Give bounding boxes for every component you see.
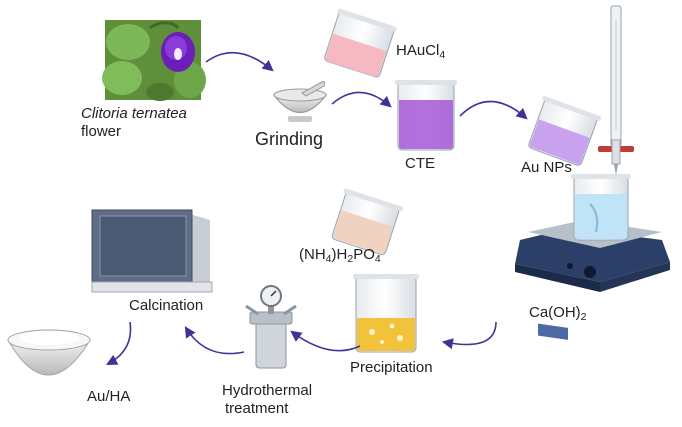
hydroxide-label: Ca(OH)2 [529,304,587,324]
flower-word-label: flower [81,123,122,140]
ammonium-phosphate-beaker [331,188,403,256]
product-label: Au/HA [87,388,131,405]
arrow-cte-to-au-nps [459,100,528,120]
extract-label: CTE [405,155,435,172]
hydrothermal-label-line1: Hydrothermal [222,382,313,399]
cte-beaker [395,80,457,151]
nanoparticles-label: Au NPs [521,159,572,176]
calcination-label: Calcination [129,297,204,314]
product-bowl [7,329,91,376]
burette [598,5,634,176]
precipitation-label: Precipitation [350,359,433,376]
phosphate-label: (NH4)H2PO4 [299,246,381,266]
calcination-furnace [91,209,213,293]
flower-photo [102,20,206,101]
arrow-calcination-to-product [106,321,132,366]
precipitation-beaker [353,274,419,353]
calcium-hydroxide-beaker [571,174,631,241]
arrow-precipitation-to-hydrothermal [290,330,361,352]
mortar-and-pestle [272,81,328,122]
arrow-grinding-to-cte [331,91,392,108]
hydrothermal-autoclave [245,285,297,369]
gold-salt-label: HAuCl4 [396,42,446,62]
process-arrows [106,51,528,366]
au-nanoparticle-beaker [528,95,602,166]
arrow-flower-to-grinding [205,51,274,72]
arrow-hydrothermal-to-calcination [184,326,245,355]
grinding-label: Grinding [255,129,324,149]
flower-species-label: Clitoria ternatea [81,105,187,122]
gold-chloride-beaker [324,8,397,78]
hydrothermal-label-line2: treatment [225,400,289,417]
arrow-stirrer-to-precipitation [441,321,497,350]
